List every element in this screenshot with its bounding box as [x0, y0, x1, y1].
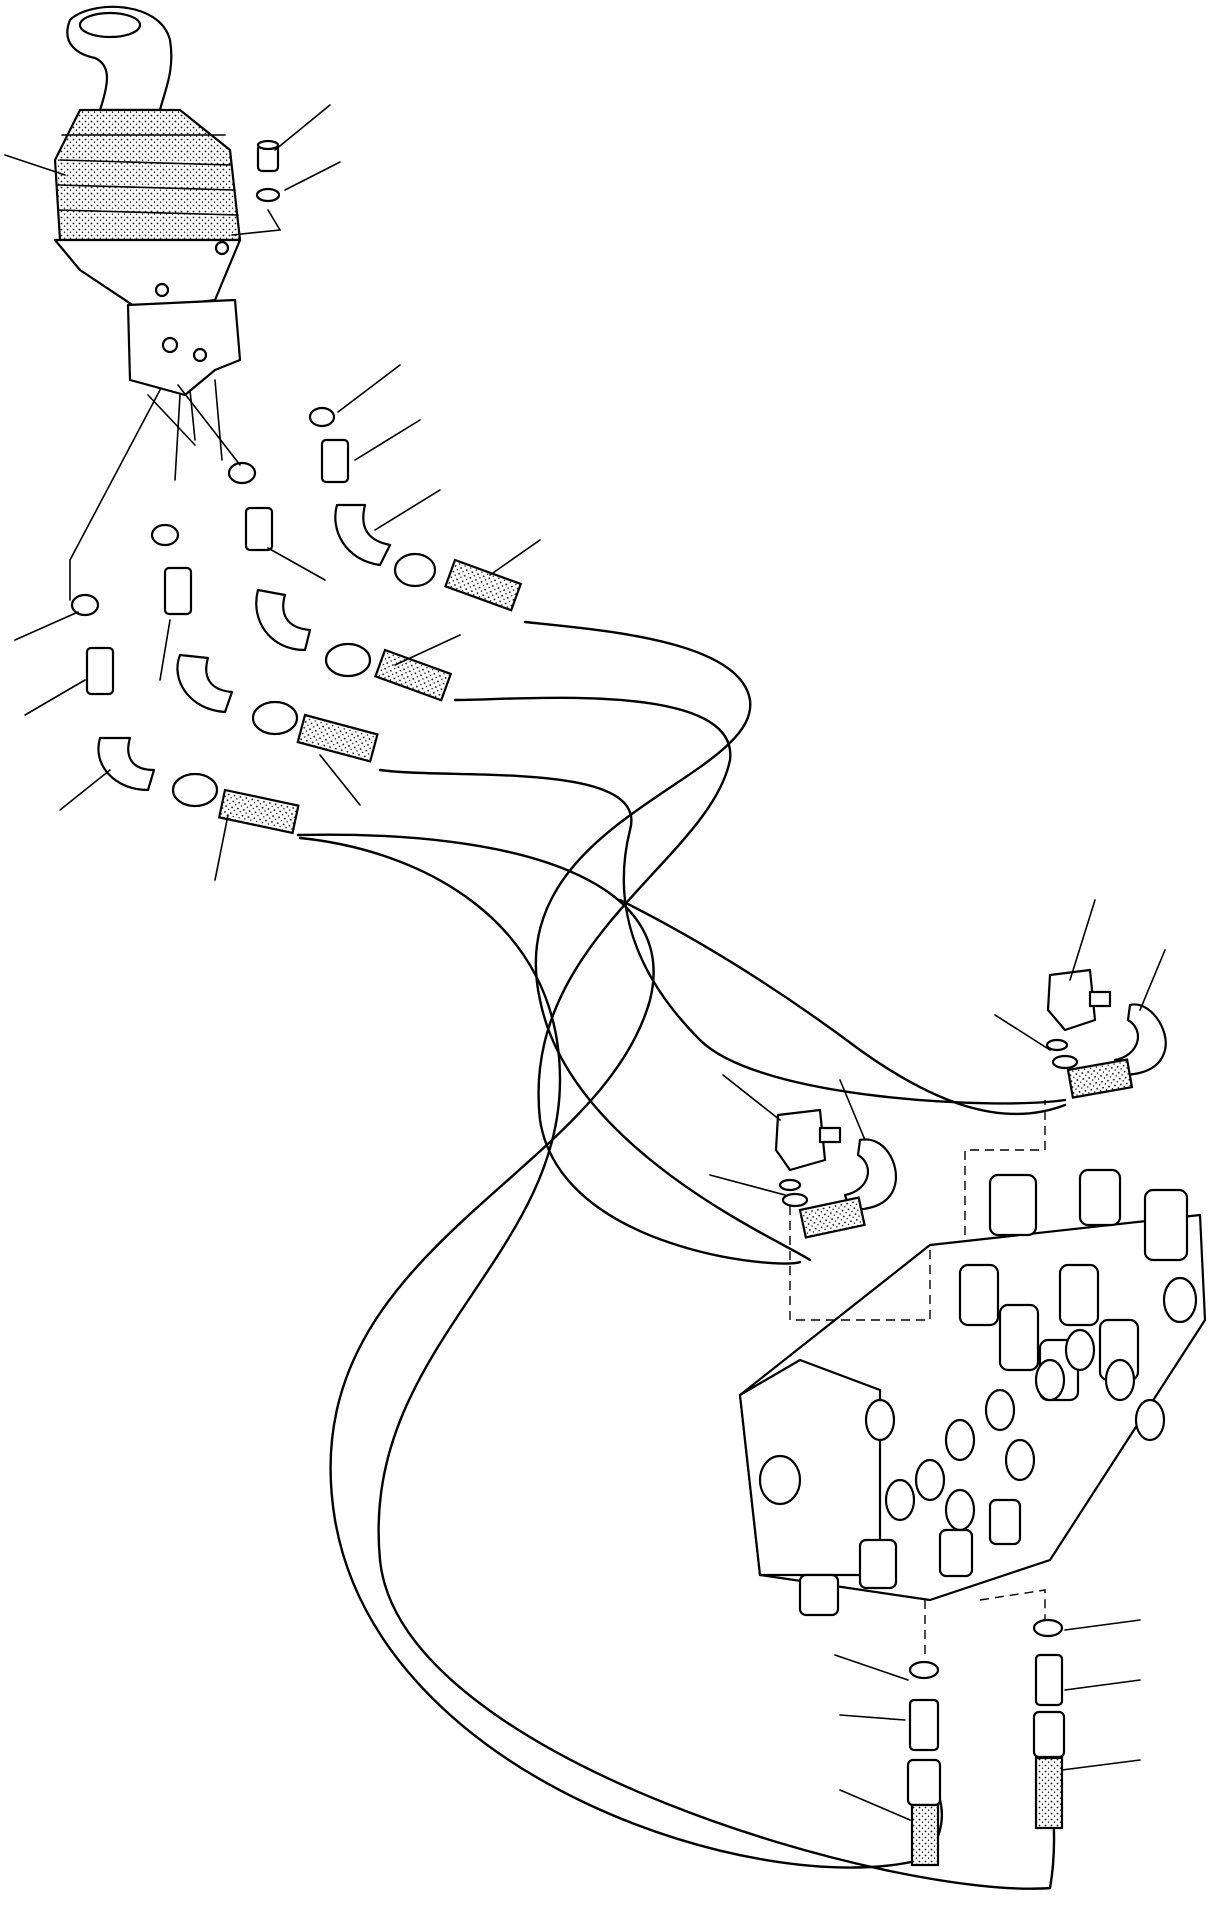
leader-7 — [489, 539, 541, 576]
valve-block-icon — [126, 298, 242, 397]
hose-line-6 — [618, 898, 1067, 1116]
boot-ribs — [57, 134, 239, 216]
boot-flange — [53, 238, 242, 312]
hose-line-5 — [298, 836, 1056, 1890]
o-ring-icon — [308, 406, 336, 428]
hose-line-1 — [523, 620, 812, 1262]
leader-15 — [267, 547, 326, 581]
leader-16 — [1069, 899, 1096, 981]
hardware-leader-line — [231, 209, 282, 236]
leader-9 — [14, 611, 79, 641]
block-port-2 — [192, 347, 208, 363]
hose-line-4 — [296, 833, 943, 1869]
valve-centre-lines — [789, 1100, 1046, 1660]
flange-hole — [154, 282, 170, 298]
leader-27 — [1061, 1759, 1141, 1771]
leader-2 — [274, 104, 331, 151]
leader-14 — [159, 619, 171, 681]
elbow-fitting-icon-right — [1046, 968, 1097, 1032]
leader-20 — [839, 1079, 866, 1141]
hose-nut — [393, 552, 437, 588]
leader-24 — [839, 1789, 911, 1821]
flange-hole-2 — [214, 240, 230, 256]
hose-line-3 — [378, 768, 1067, 1105]
spool-cap — [988, 1173, 1038, 1237]
hose-line-2 — [453, 696, 802, 1265]
leader-21 — [709, 1174, 786, 1196]
leader-10 — [24, 679, 86, 716]
leader-6 — [374, 489, 441, 531]
control-valve-icon — [738, 1168, 1207, 1617]
adapter-fitting-icon — [320, 438, 350, 484]
leader-17 — [1139, 949, 1166, 1011]
bellows-boot-icon — [53, 108, 242, 242]
hose-routes — [296, 620, 1067, 1890]
centre-lines — [69, 384, 241, 601]
leader-26 — [1064, 1679, 1141, 1691]
lever-grip-top — [78, 11, 142, 39]
joystick-assembly — [53, 5, 242, 481]
leader-13 — [319, 754, 361, 806]
valve-end-section — [738, 1358, 882, 1577]
leader-12 — [214, 814, 229, 881]
elbow-fitting-icon — [334, 503, 392, 567]
leader-19 — [722, 1074, 781, 1121]
block-port — [161, 336, 179, 354]
leader-4 — [337, 364, 401, 413]
leader-1 — [4, 154, 66, 176]
right-fittings — [774, 968, 1167, 1239]
leader-lines — [4, 104, 1166, 1821]
leader-11 — [59, 769, 111, 811]
valve-port — [1064, 1328, 1096, 1372]
hardware — [231, 139, 282, 236]
leader-25 — [1064, 1619, 1141, 1631]
leader-22 — [834, 1654, 909, 1681]
leader-23 — [839, 1714, 906, 1721]
upper-fittings — [69, 384, 523, 835]
leader-3 — [284, 161, 341, 191]
block-stems — [174, 379, 223, 481]
bottom-fittings — [906, 1618, 1066, 1867]
hose-icon — [444, 558, 523, 612]
leader-18 — [994, 1014, 1051, 1051]
leader-5 — [354, 419, 421, 461]
leader-8 — [394, 634, 461, 666]
washer-icon — [255, 187, 281, 203]
